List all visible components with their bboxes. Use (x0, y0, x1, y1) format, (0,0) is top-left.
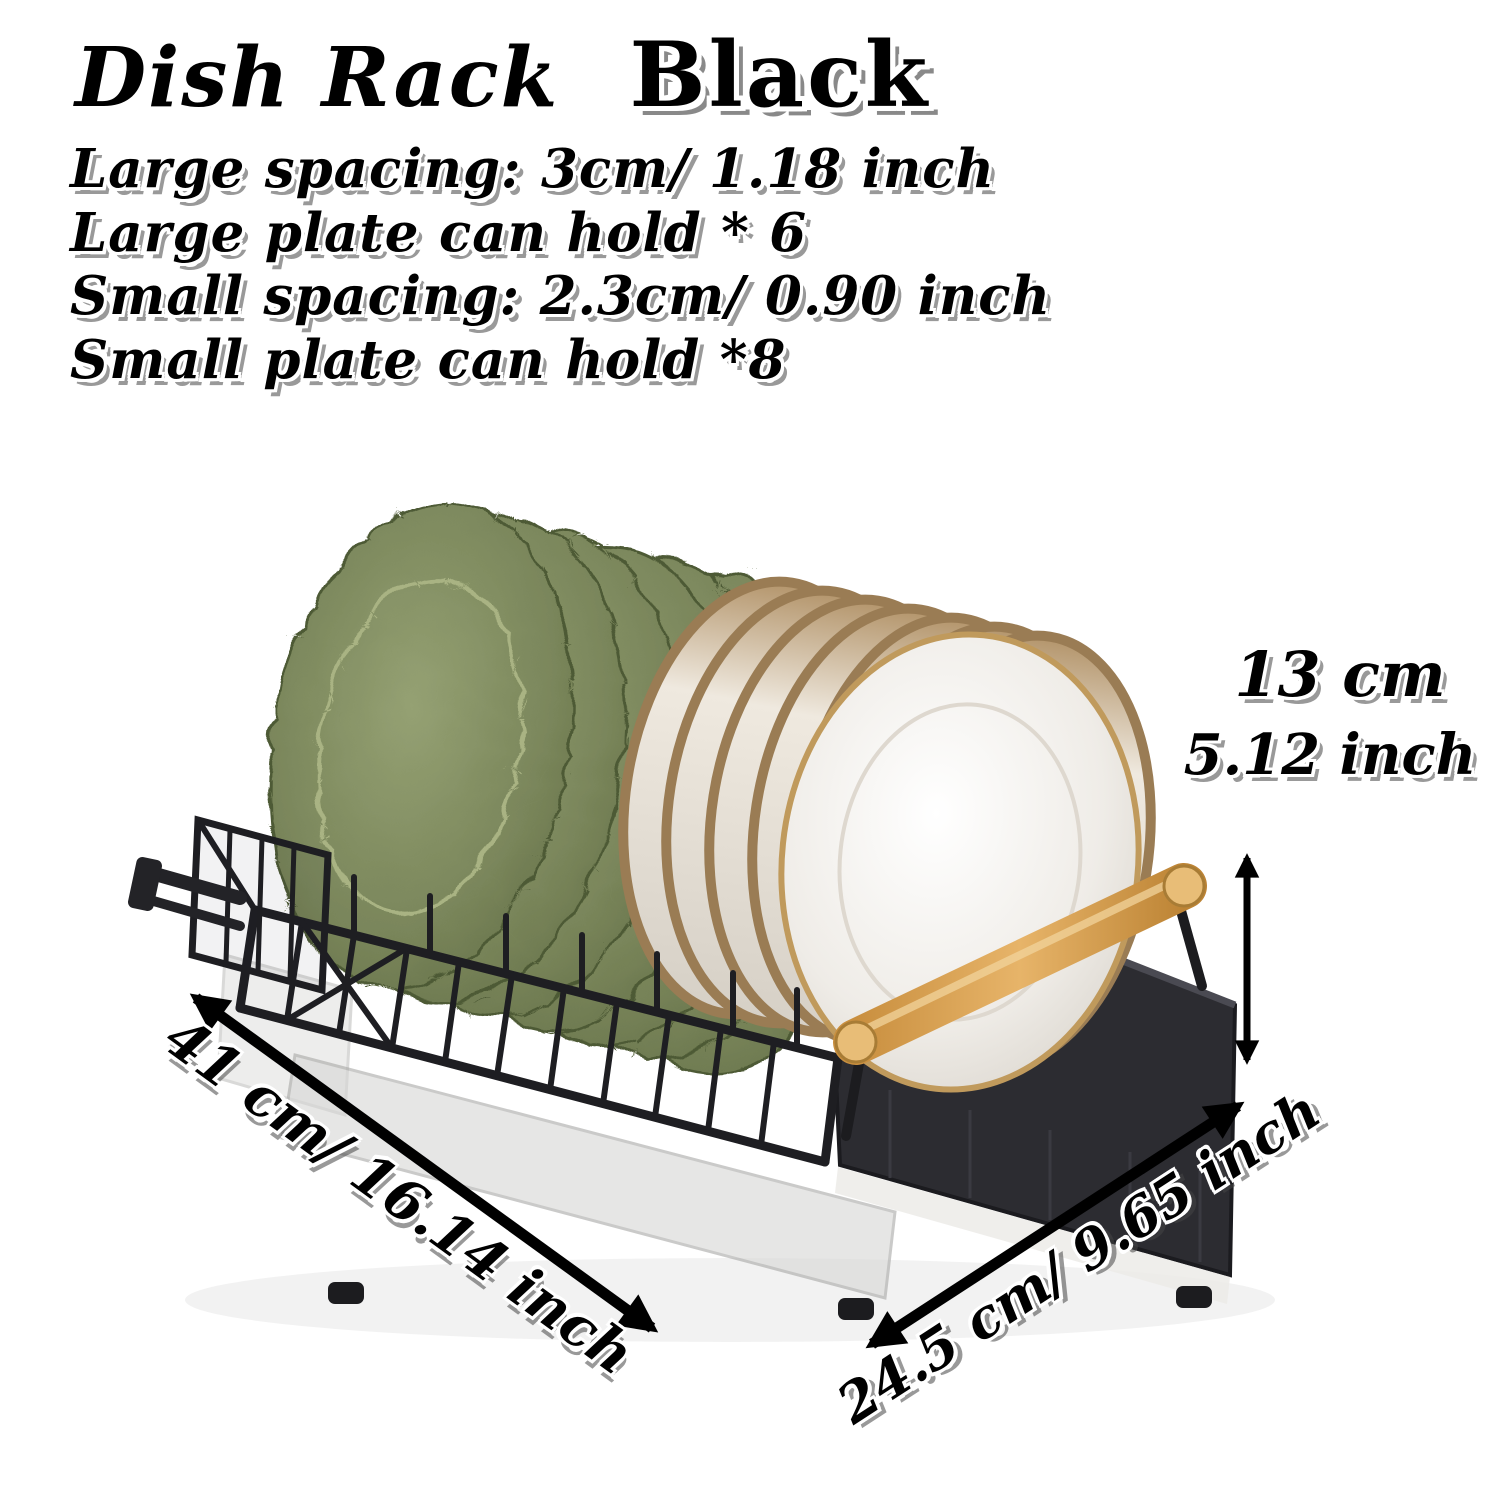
color-variant-label: Black (629, 22, 931, 128)
handle-brackets (841, 895, 1207, 1141)
height-inch-label: 5.12 inch (1183, 722, 1477, 788)
extension-arm (127, 856, 247, 931)
spec-list: Large spacing: 3cm/ 1.18 inch Large plat… (70, 138, 1051, 392)
product-title: Dish Rack (75, 30, 560, 126)
dish-rack-photo (127, 495, 1275, 1342)
spec-large-capacity: Large plate can hold * 6 (70, 201, 808, 264)
front-plate (778, 631, 1142, 1093)
spec-small-capacity: Small plate can hold *8 (70, 328, 787, 391)
spec-small-spacing: Small spacing: 2.3cm/ 0.90 inch (70, 265, 1052, 328)
spec-large-spacing: Large spacing: 3cm/ 1.18 inch (70, 138, 996, 200)
height-cm-label: 13 cm (1234, 638, 1446, 711)
wooden-handle (833, 863, 1207, 1065)
title-row: Dish Rack Black (75, 22, 930, 128)
